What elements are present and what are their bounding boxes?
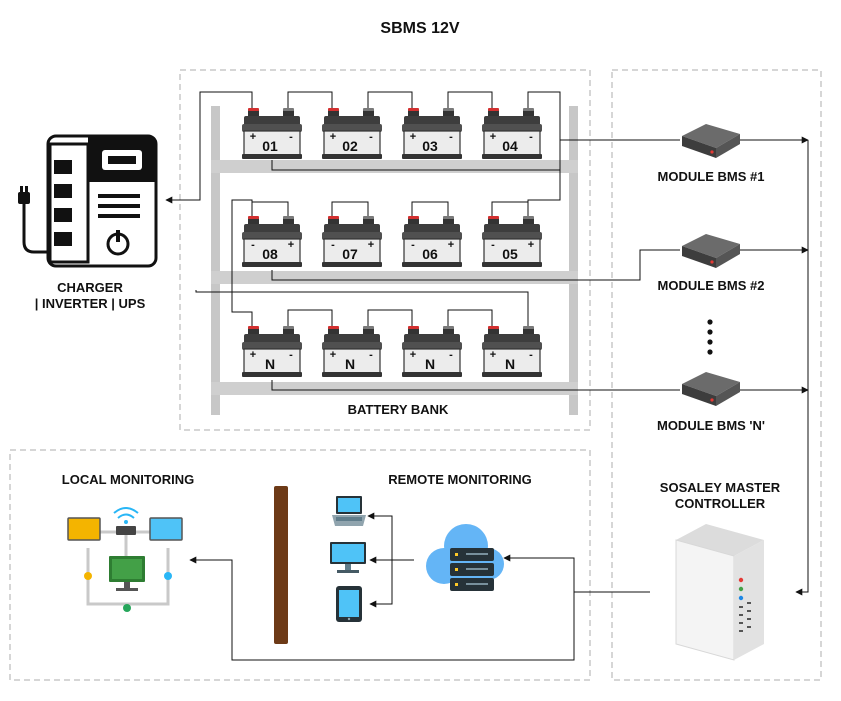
battery-cell-label: 04 bbox=[502, 138, 518, 154]
battery-terminal-left: - bbox=[331, 239, 335, 251]
battery-terminal-left: + bbox=[330, 349, 336, 361]
battery-cell-label: 05 bbox=[502, 246, 518, 262]
charger-inverter-ups bbox=[18, 134, 158, 268]
battery-cell: + -03 bbox=[401, 107, 463, 160]
battery-terminal-left: + bbox=[250, 131, 256, 143]
monitoring-wiring bbox=[189, 512, 650, 661]
laptop-icon bbox=[332, 496, 366, 526]
battery-terminal-left: + bbox=[410, 349, 416, 361]
battery-terminal-left: + bbox=[410, 131, 416, 143]
battery-cell-label: 01 bbox=[262, 138, 278, 154]
battery-bank-region bbox=[179, 69, 591, 431]
battery-terminal-left: + bbox=[250, 349, 256, 361]
battery-terminal-right: - bbox=[529, 131, 533, 143]
network-divider-pole bbox=[274, 486, 288, 644]
battery-cell: + - N bbox=[321, 325, 383, 378]
battery-cell: + -02 bbox=[321, 107, 383, 160]
battery-cell: - +08 bbox=[241, 215, 303, 268]
battery-terminal-right: - bbox=[289, 131, 293, 143]
battery-cell-label: N bbox=[265, 356, 275, 372]
battery-cell-label: 08 bbox=[262, 246, 278, 262]
battery-wiring bbox=[165, 91, 680, 391]
battery-terminal-left: - bbox=[251, 239, 255, 251]
battery-cell-label: N bbox=[345, 356, 355, 372]
battery-terminal-right: + bbox=[288, 239, 294, 251]
battery-terminal-left: - bbox=[411, 239, 415, 251]
battery-cell: + - N bbox=[481, 325, 543, 378]
battery-cell-label: 02 bbox=[342, 138, 358, 154]
module-bms-2-label: MODULE BMS #2 bbox=[658, 278, 765, 293]
battery-cell: - +05 bbox=[481, 215, 543, 268]
battery-terminal-right: - bbox=[369, 349, 373, 361]
tablet-icon bbox=[336, 586, 362, 622]
battery-terminal-left: + bbox=[330, 131, 336, 143]
bms-region bbox=[611, 69, 822, 681]
battery-cell-label: 06 bbox=[422, 246, 438, 262]
master-controller-label-line1: SOSALEY MASTER bbox=[660, 480, 781, 495]
battery-cell: + -04 bbox=[481, 107, 543, 160]
module-bms-1-label: MODULE BMS #1 bbox=[658, 169, 765, 184]
remote-monitoring-label: REMOTE MONITORING bbox=[388, 472, 531, 487]
battery-terminal-right: - bbox=[289, 349, 293, 361]
local-monitoring-label: LOCAL MONITORING bbox=[62, 472, 194, 487]
local-network-icon bbox=[67, 507, 183, 612]
battery-terminal-right: - bbox=[449, 131, 453, 143]
battery-cell: + -01 bbox=[241, 107, 303, 160]
battery-cell-label: 03 bbox=[422, 138, 438, 154]
module-bms-n-label: MODULE BMS 'N' bbox=[657, 418, 765, 433]
battery-cell: + - N bbox=[401, 325, 463, 378]
battery-terminal-right: + bbox=[368, 239, 374, 251]
desktop-monitor-icon bbox=[330, 542, 366, 573]
module-bus-wiring bbox=[740, 136, 809, 596]
master-controller-server-icon bbox=[675, 524, 764, 661]
battery-cell: + - N bbox=[241, 325, 303, 378]
battery-terminal-right: - bbox=[529, 349, 533, 361]
charger-label-line1: CHARGER bbox=[57, 280, 123, 295]
battery-terminal-right: + bbox=[448, 239, 454, 251]
monitoring-region bbox=[9, 449, 591, 681]
diagram-title: SBMS 12V bbox=[380, 20, 459, 37]
battery-cell-label: N bbox=[425, 356, 435, 372]
battery-bank-label: BATTERY BANK bbox=[348, 402, 449, 417]
module-bms-2-box bbox=[682, 234, 740, 268]
cloud-server-icon bbox=[426, 524, 504, 591]
battery-terminal-left: - bbox=[491, 239, 495, 251]
master-controller-label-line2: CONTROLLER bbox=[675, 496, 766, 511]
battery-terminal-right: - bbox=[369, 131, 373, 143]
battery-terminal-left: + bbox=[490, 349, 496, 361]
battery-terminal-right: + bbox=[528, 239, 534, 251]
battery-cell-label: 07 bbox=[342, 246, 358, 262]
ellipsis-dots-icon bbox=[707, 319, 713, 355]
battery-cell: - +07 bbox=[321, 215, 383, 268]
module-bms-n-box bbox=[682, 372, 740, 406]
battery-terminal-right: - bbox=[449, 349, 453, 361]
battery-cell: - +06 bbox=[401, 215, 463, 268]
module-bms-1-box bbox=[682, 124, 740, 158]
charger-label-line2: | INVERTER | UPS bbox=[35, 296, 146, 311]
battery-cell-label: N bbox=[505, 356, 515, 372]
battery-terminal-left: + bbox=[490, 131, 496, 143]
